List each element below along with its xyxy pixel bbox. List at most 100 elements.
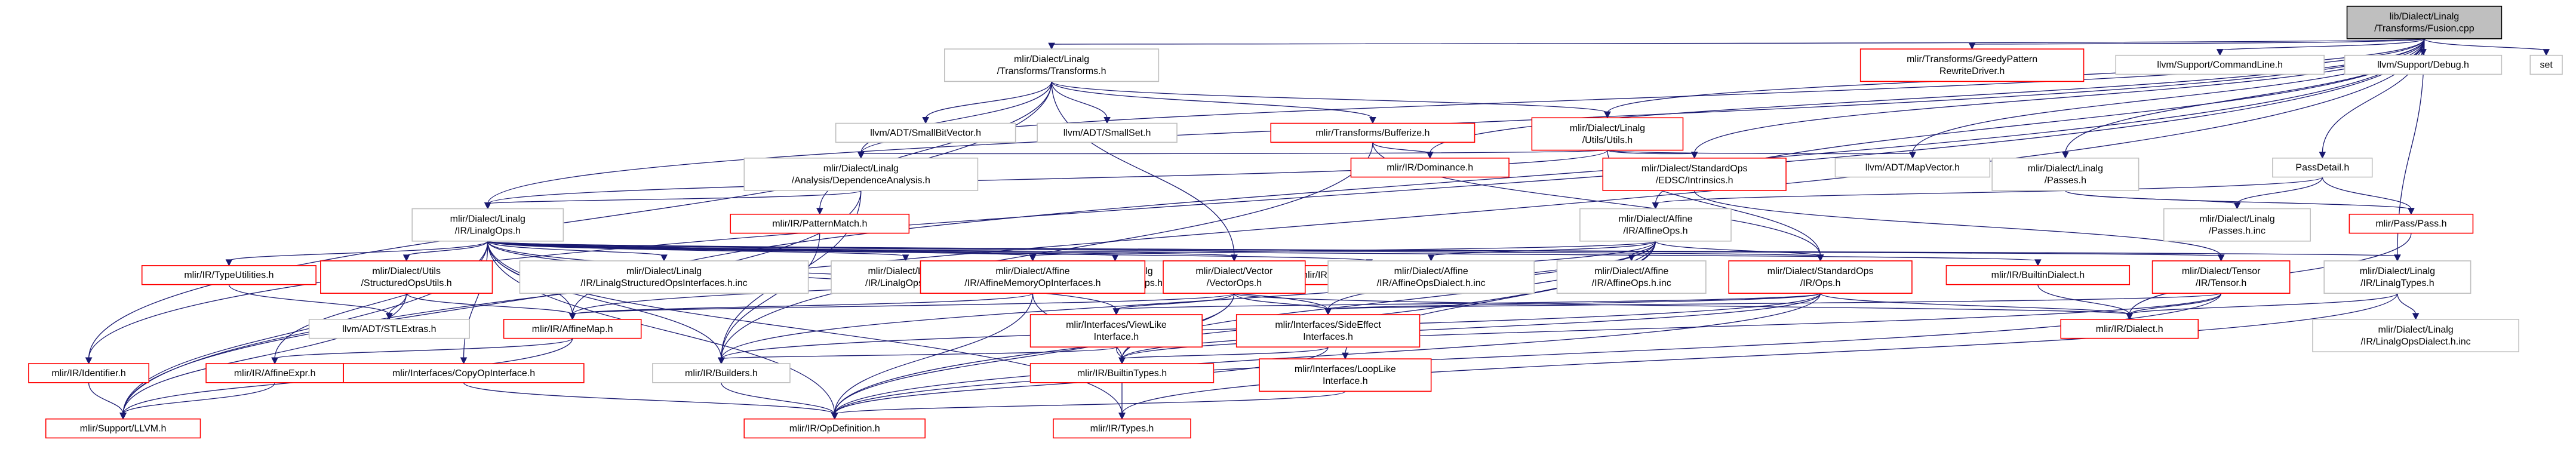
node-linalgtypes[interactable]: mlir/Dialect/Linalg/IR/LinalgTypes.h — [2323, 260, 2472, 294]
node-linalgopsdialect_inc[interactable]: mlir/Dialect/Linalg/IR/LinalgOpsDialect.… — [2312, 319, 2519, 352]
node-box — [1327, 260, 1535, 294]
node-builtindialect[interactable]: mlir/IR/BuiltinDialect.h — [1945, 265, 2131, 285]
edge-arrowhead — [2217, 254, 2225, 262]
node-edsc_intrinsics[interactable]: mlir/Dialect/StandardOps/EDSC/Intrinsics… — [1602, 157, 1787, 191]
edge-arrowhead — [1029, 254, 1037, 262]
node-affineops_h[interactable]: mlir/Dialect/Affine/IR/AffineOps.h — [1579, 208, 1732, 242]
node-box — [2348, 213, 2474, 234]
edge-arrowhead — [460, 357, 468, 365]
node-label-line: mlir/Dialect/Affine — [1394, 266, 1468, 276]
node-commandline[interactable]: llvm/Support/CommandLine.h — [2115, 54, 2325, 75]
node-structuredopsutils[interactable]: mlir/Dialect/Utils/StructuredOpsUtils.h — [320, 260, 493, 294]
node-box — [835, 122, 1016, 143]
node-copyopinterface[interactable]: mlir/Interfaces/CopyOpInterface.h — [343, 363, 585, 383]
edge-line — [1655, 176, 2323, 205]
edge-looplikeinterface-to-opdefinition — [831, 390, 1346, 420]
node-label-line: Interface.h — [1094, 332, 1139, 342]
edge-line — [1607, 149, 1695, 155]
edge-tensor_h-to-sideeffectinterfaces — [1324, 293, 2222, 316]
node-bufferize[interactable]: mlir/Transforms/Bufferize.h — [1270, 122, 1475, 143]
node-label-line: mlir/Interfaces/CopyOpInterface.h — [392, 368, 535, 379]
node-box — [503, 319, 642, 339]
node-builtintypes[interactable]: mlir/IR/BuiltinTypes.h — [1029, 363, 1215, 383]
node-box — [1029, 363, 1215, 383]
node-linalg_passes[interactable]: mlir/Dialect/Linalg/Passes.h — [1991, 157, 2140, 191]
node-label-line: /StructuredOpsUtils.h — [361, 278, 452, 288]
edge-identifier-to-support_llvm — [88, 382, 127, 420]
edge-line — [122, 382, 275, 414]
node-linalgstructuredopsinterfaces_inc[interactable]: mlir/Dialect/Linalg/IR/LinalgStructuredO… — [519, 260, 809, 294]
node-tensor_h[interactable]: mlir/Dialect/Tensor/IR/Tensor.h — [2151, 260, 2291, 294]
node-patternmatch[interactable]: mlir/IR/PatternMatch.h — [730, 213, 910, 234]
node-box — [1579, 208, 1732, 242]
node-depanalysis[interactable]: mlir/Dialect/Linalg/Analysis/DependenceA… — [743, 157, 979, 191]
node-smallset[interactable]: llvm/ADT/SmallSet.h — [1037, 122, 1178, 143]
node-greedy[interactable]: mlir/Transforms/GreedyPatternRewriteDriv… — [1859, 48, 2085, 82]
node-label-line: llvm/Support/Debug.h — [2377, 60, 2469, 70]
node-support_llvm[interactable]: mlir/Support/LLVM.h — [45, 418, 201, 439]
node-opdefinition[interactable]: mlir/IR/OpDefinition.h — [743, 418, 926, 439]
node-set[interactable]: set — [2529, 54, 2563, 75]
node-smallbitvector[interactable]: llvm/ADT/SmallBitVector.h — [835, 122, 1016, 143]
node-linalg_passes_inc[interactable]: mlir/Dialect/Linalg/Passes.h.inc — [2163, 208, 2311, 242]
node-stlextras[interactable]: llvm/ADT/STLExtras.h — [308, 319, 470, 339]
edge-transforms_h-to-smallbitvector — [922, 81, 1052, 124]
edge-root-to-transforms_h — [1048, 38, 2425, 50]
node-label-line: /Transforms/Fusion.cpp — [2374, 24, 2474, 34]
edge-arrowhead — [2394, 254, 2401, 262]
edge-line — [228, 284, 390, 315]
edge-affineops_h-to-stdops_h — [1655, 241, 1824, 262]
node-typeutilities[interactable]: mlir/IR/TypeUtilities.h — [141, 265, 316, 285]
node-debug[interactable]: llvm/Support/Debug.h — [2344, 54, 2503, 75]
node-label-line: mlir/IR/OpDefinition.h — [789, 424, 880, 434]
edge-line — [1121, 293, 2398, 414]
node-passdetail[interactable]: PassDetail.h — [2272, 157, 2373, 178]
edge-linalgops_h-to-affineexpr — [271, 241, 488, 365]
node-pass_h[interactable]: mlir/Pass/Pass.h — [2348, 213, 2474, 234]
edge-arrowhead — [1909, 152, 1916, 159]
node-label-line: mlir/Dialect/Linalg — [2028, 164, 2103, 174]
node-vectorops[interactable]: mlir/Dialect/Vector/VectorOps.h — [1163, 260, 1306, 294]
edge-arrowhead — [2233, 202, 2241, 210]
edge-transforms_h-to-bufferize — [1051, 81, 1376, 124]
edge-sideeffectinterfaces-to-builtintypes — [1118, 346, 1329, 365]
edge-arrowhead — [271, 357, 278, 365]
node-affineexpr[interactable]: mlir/IR/AffineExpr.h — [205, 363, 344, 383]
edge-arrowhead — [2062, 152, 2069, 159]
node-label-line: mlir/Interfaces/LoopLike — [1295, 364, 1396, 374]
node-builders[interactable]: mlir/IR/Builders.h — [652, 363, 791, 383]
edge-arrowhead — [1118, 357, 1126, 365]
edge-line — [1121, 346, 1329, 359]
node-label-line: mlir/Dialect/Affine — [995, 266, 1069, 276]
edge-line — [122, 190, 862, 414]
node-affinemap[interactable]: mlir/IR/AffineMap.h — [503, 319, 642, 339]
node-dominance[interactable]: mlir/IR/Dominance.h — [1350, 157, 1510, 178]
edge-line — [487, 241, 1821, 257]
edge-linalg_passes-to-linalg_passes_inc — [2065, 190, 2241, 210]
node-types_h[interactable]: mlir/IR/Types.h — [1053, 418, 1191, 439]
node-box — [28, 363, 150, 383]
node-affinememoryopinterfaces[interactable]: mlir/Dialect/Affine/IR/AffineMemoryOpInt… — [920, 260, 1146, 294]
edge-arrowhead — [1324, 308, 1332, 316]
node-label-line: /IR/Ops.h — [1800, 278, 1841, 288]
node-dialect_h[interactable]: mlir/IR/Dialect.h — [2060, 319, 2199, 339]
node-utils_h[interactable]: mlir/Dialect/Linalg/Utils/Utils.h — [1531, 117, 1684, 151]
edge-arrowhead — [1369, 117, 1376, 124]
node-identifier[interactable]: mlir/IR/Identifier.h — [28, 363, 150, 383]
edge-line — [406, 241, 488, 257]
node-box — [730, 213, 910, 234]
edge-arrowhead — [1103, 117, 1111, 124]
node-mapvector[interactable]: llvm/ADT/MapVector.h — [1834, 157, 1991, 178]
node-affineops_inc[interactable]: mlir/Dialect/Affine/IR/AffineOps.h.inc — [1556, 260, 1707, 294]
node-linalgops_h[interactable]: mlir/Dialect/Linalg/IR/LinalgOps.h — [411, 208, 564, 242]
node-stdops_h[interactable]: mlir/Dialect/StandardOps/IR/Ops.h — [1728, 260, 1913, 294]
node-transforms_h[interactable]: mlir/Dialect/Linalg/Transforms/Transform… — [944, 48, 1160, 82]
edge-passdetail-to-affineops_h — [1652, 176, 2323, 210]
node-label-line: /IR/AffineOps.h — [1623, 226, 1687, 236]
node-affineopsdialect_inc[interactable]: mlir/Dialect/Affine/IR/AffineOpsDialect.… — [1327, 260, 1535, 294]
edge-arrowhead — [1231, 254, 1238, 262]
